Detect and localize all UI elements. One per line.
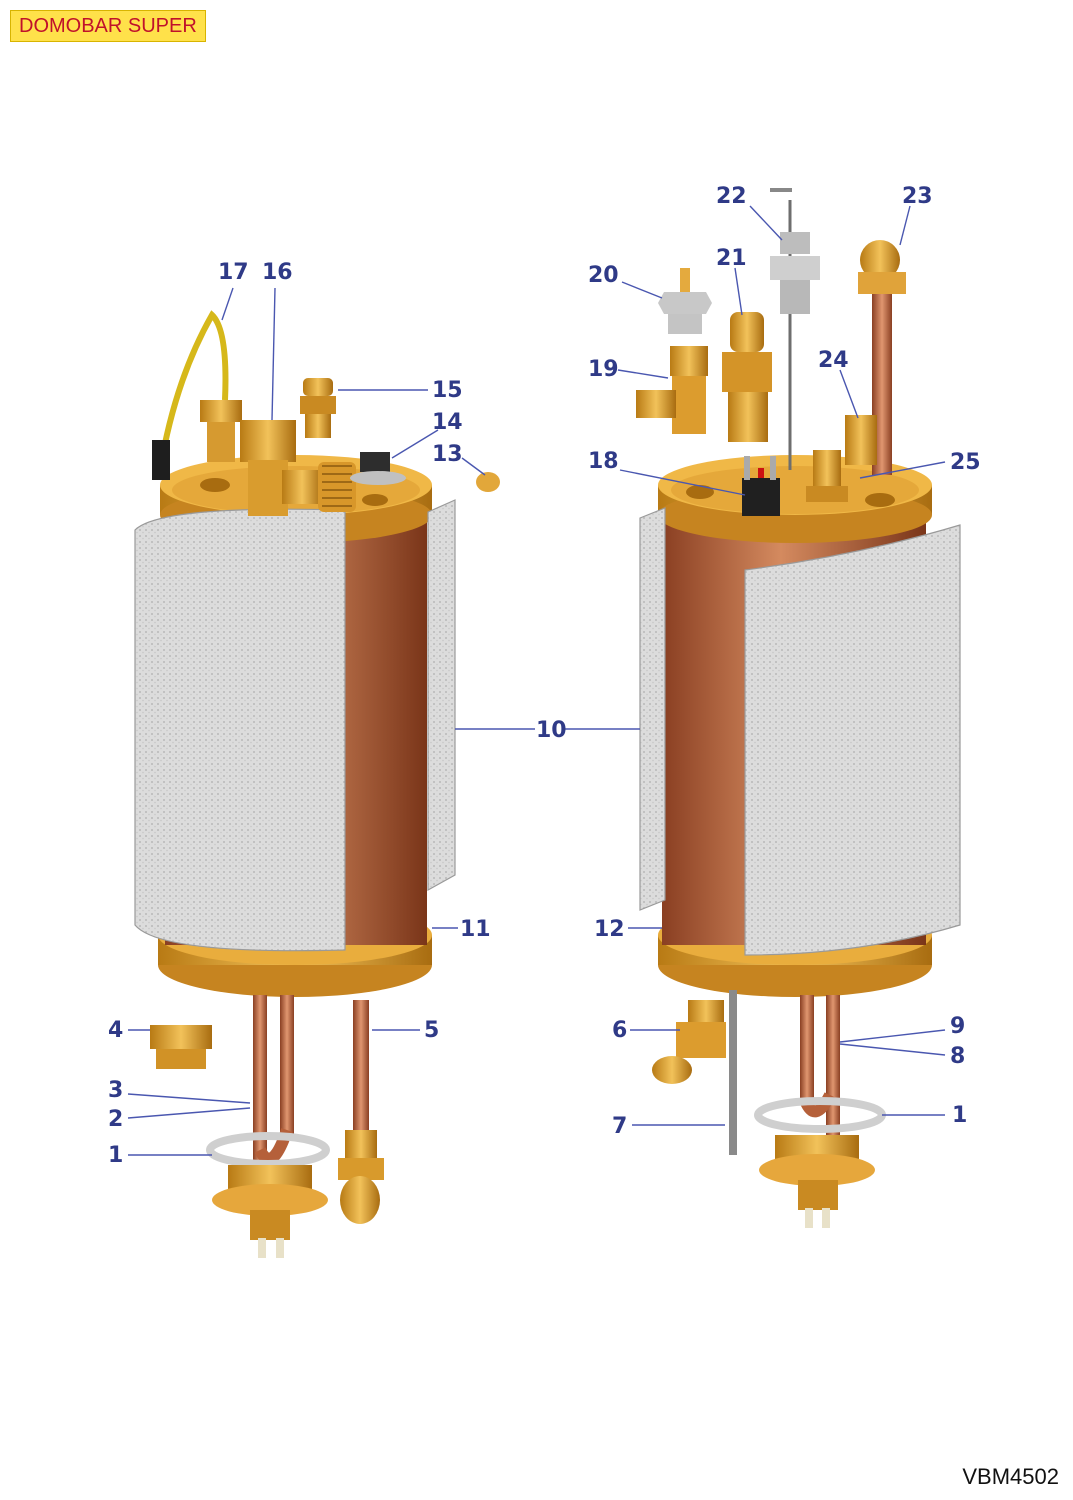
- diagram-title: DOMOBAR SUPER: [10, 10, 206, 42]
- callout-5: 5: [424, 1018, 439, 1043]
- callout-17: 17: [218, 260, 249, 285]
- callout-11: 11: [460, 917, 491, 942]
- callout-23: 23: [902, 184, 933, 209]
- left-small-plug: [476, 472, 500, 492]
- left-cable-plug: [152, 440, 170, 480]
- callout-9: 9: [950, 1014, 965, 1039]
- callout-22: 22: [716, 184, 747, 209]
- callout-labels: 17 16 15 14 13 10 11 12 4 5 3 2 1 6 7 9 …: [108, 184, 981, 1168]
- callout-18: 18: [588, 449, 619, 474]
- callout-1-right: 1: [952, 1103, 967, 1128]
- left-gasket: [206, 1132, 330, 1168]
- callout-3: 3: [108, 1078, 123, 1103]
- right-elbow-fitting: [688, 1000, 724, 1024]
- left-nipple-fitting: [150, 1025, 212, 1049]
- callout-24: 24: [818, 348, 849, 373]
- callout-14: 14: [432, 410, 463, 435]
- leader-lines: [127, 205, 946, 1156]
- callout-7: 7: [612, 1114, 627, 1139]
- callout-1-left: 1: [108, 1143, 123, 1168]
- callout-4: 4: [108, 1018, 123, 1043]
- left-threaded-spring: [318, 462, 356, 512]
- callout-25: 25: [950, 450, 981, 475]
- callout-21: 21: [716, 246, 747, 271]
- callout-16: 16: [262, 260, 293, 285]
- right-threaded-nipple: [845, 415, 877, 465]
- left-thermostat: [360, 452, 390, 472]
- right-hex-plug: [658, 292, 712, 314]
- callout-2: 2: [108, 1107, 123, 1132]
- right-heating-element: [800, 995, 814, 1105]
- left-heating-element: [253, 995, 267, 1160]
- left-elbow-fitting: [240, 420, 296, 462]
- left-boiler: [134, 310, 500, 1258]
- callout-15: 15: [432, 378, 463, 403]
- right-tee-fitting: [670, 346, 708, 376]
- right-probe-rod: [729, 990, 737, 1155]
- left-cable: [157, 310, 229, 471]
- left-copper-tube: [353, 1000, 369, 1130]
- right-boiler: [636, 188, 961, 1228]
- right-safety-valve: [730, 312, 764, 352]
- callout-19: 19: [588, 357, 619, 382]
- callout-10: 10: [536, 718, 567, 743]
- right-thermal-switch: [742, 478, 780, 516]
- callout-13: 13: [432, 442, 463, 467]
- callout-6: 6: [612, 1018, 627, 1043]
- callout-8: 8: [950, 1044, 965, 1069]
- left-insulation-sheet: [134, 508, 346, 952]
- drawing-code: VBM4502: [962, 1464, 1059, 1489]
- right-insulation-sheet: [744, 524, 961, 956]
- callout-12: 12: [594, 917, 625, 942]
- callout-20: 20: [588, 263, 619, 288]
